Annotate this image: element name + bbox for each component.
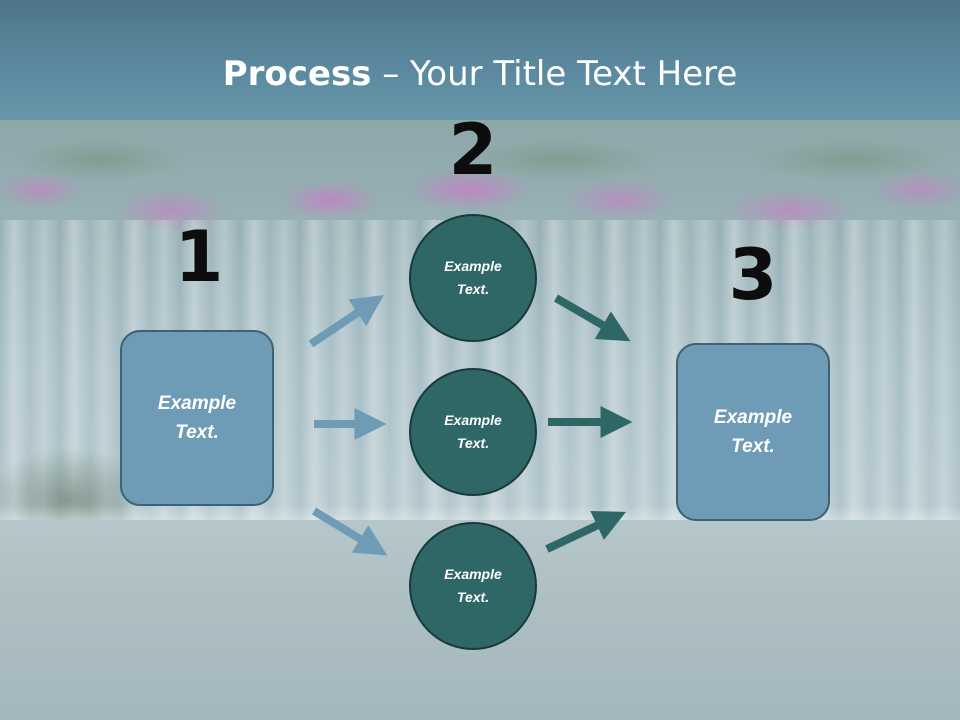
circle-node-middle[interactable]: Example Text. <box>409 368 537 496</box>
left-box-label: Example Text. <box>157 393 237 443</box>
circle-middle-label: Example Text. <box>444 412 502 451</box>
right-box-label: Example Text. <box>713 407 793 457</box>
circle-top-label: Example Text. <box>444 258 502 297</box>
title-bold-text: Process <box>222 54 372 94</box>
right-process-box[interactable]: Example Text. <box>676 343 830 521</box>
arrow-left-to-top <box>308 294 384 348</box>
arrow-bottom-to-right <box>545 511 627 553</box>
circle-bottom-label: Example Text. <box>444 566 502 605</box>
title-band <box>0 0 960 130</box>
slide-title[interactable]: Process – Your Title Text Here <box>0 52 960 96</box>
arrow-left-to-bottom <box>311 507 388 556</box>
arrow-top-to-right <box>553 294 631 342</box>
step-number-3: 3 <box>728 234 778 316</box>
step-number-1: 1 <box>174 216 224 298</box>
circle-node-bottom[interactable]: Example Text. <box>409 522 537 650</box>
title-rest-text: – Your Title Text Here <box>371 54 738 94</box>
left-process-box[interactable]: Example Text. <box>120 330 274 506</box>
circle-node-top[interactable]: Example Text. <box>409 214 537 342</box>
step-number-2: 2 <box>448 109 498 191</box>
